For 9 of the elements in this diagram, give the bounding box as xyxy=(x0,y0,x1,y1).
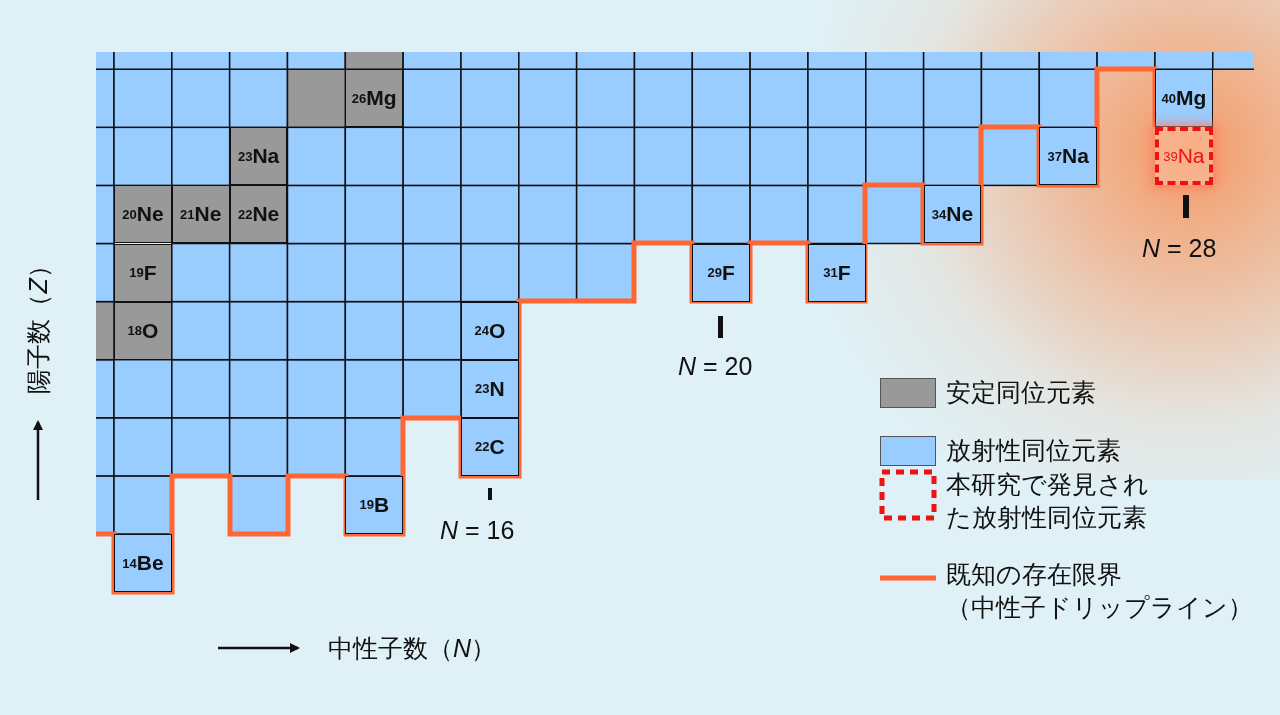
legend-text: 本研究で発見された放射性同位元素 xyxy=(946,469,1150,533)
axis-title: 中性子数（N） xyxy=(328,633,497,664)
axis-title: 陽子数（Z） xyxy=(22,253,53,394)
axis-value-label: N = 20 xyxy=(678,352,753,381)
axis-value-label: N = 28 xyxy=(1142,234,1217,263)
legend-text: 既知の存在限界（中性子ドリップライン） xyxy=(946,559,1254,623)
legend-text: 放射性同位元素 xyxy=(946,435,1121,466)
legend-text: 安定同位元素 xyxy=(946,377,1096,408)
axis-value-label: N = 16 xyxy=(440,516,515,545)
